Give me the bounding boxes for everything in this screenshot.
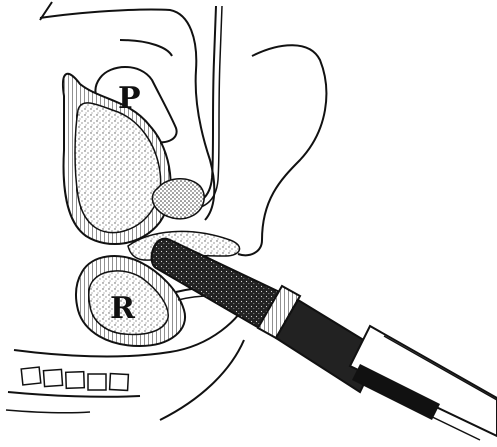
label-r: R: [110, 291, 136, 326]
segments-bottom-left: [21, 367, 128, 390]
probe: [152, 239, 497, 440]
curve-upper-mid: [120, 40, 172, 56]
body-contour-right: [238, 45, 326, 255]
segments-base-line: [8, 392, 140, 397]
segments-base-line-2: [6, 410, 90, 413]
label-p: P: [118, 81, 141, 116]
gland-cluster: [152, 179, 204, 219]
